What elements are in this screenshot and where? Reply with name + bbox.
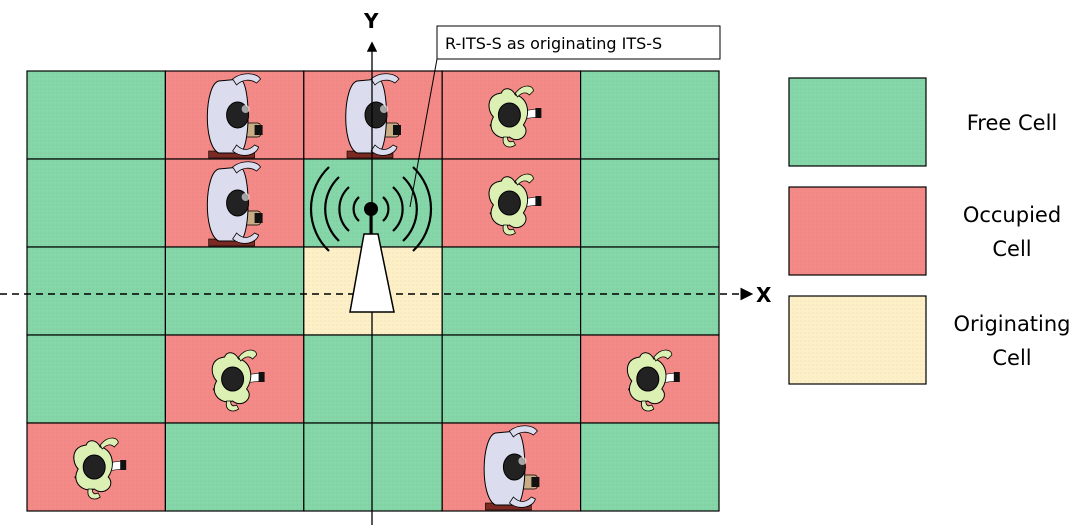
cell-texture — [27, 71, 166, 159]
cell-texture — [580, 71, 719, 159]
legend-label-free: Free Cell — [967, 111, 1058, 135]
walking-person-icon — [211, 349, 265, 412]
cell-texture — [27, 159, 166, 247]
legend-label-originating: Cell — [992, 346, 1031, 370]
antenna-icon — [309, 166, 433, 313]
cell-texture — [27, 247, 166, 335]
cell-texture — [27, 335, 166, 423]
cell-texture — [580, 247, 719, 335]
cell-texture — [442, 247, 581, 335]
walking-person-icon — [488, 85, 542, 148]
legend-swatch-texture — [789, 296, 926, 384]
legend-swatch-texture — [789, 78, 926, 166]
walking-person-icon — [626, 349, 680, 412]
cell-texture — [165, 247, 304, 335]
x-axis-label: X — [756, 283, 772, 307]
callout-text: R-ITS-S as originating ITS-S — [445, 34, 662, 53]
callout: R-ITS-S as originating ITS-S — [409, 25, 721, 208]
cell-texture — [165, 423, 304, 511]
occupants — [73, 73, 680, 511]
seated-person-icon — [483, 425, 540, 511]
legend-swatch-texture — [789, 187, 926, 275]
seated-person-icon — [345, 73, 401, 159]
seated-person-icon — [206, 73, 263, 159]
legend-label-originating: Originating — [953, 312, 1070, 336]
cell-texture — [580, 423, 719, 511]
cell-texture — [303, 423, 443, 511]
cell-texture — [303, 335, 443, 423]
cell-texture — [580, 159, 719, 247]
callout-leader-line — [409, 58, 438, 208]
cell-texture — [442, 335, 581, 423]
y-axis-label: Y — [363, 9, 379, 33]
callout-box — [436, 25, 721, 60]
walking-person-icon — [73, 437, 127, 500]
seated-person-icon — [206, 161, 263, 247]
legend-label-occupied: Occupied — [963, 203, 1061, 227]
legend-label-occupied: Cell — [992, 237, 1031, 261]
walking-person-icon — [488, 173, 542, 236]
